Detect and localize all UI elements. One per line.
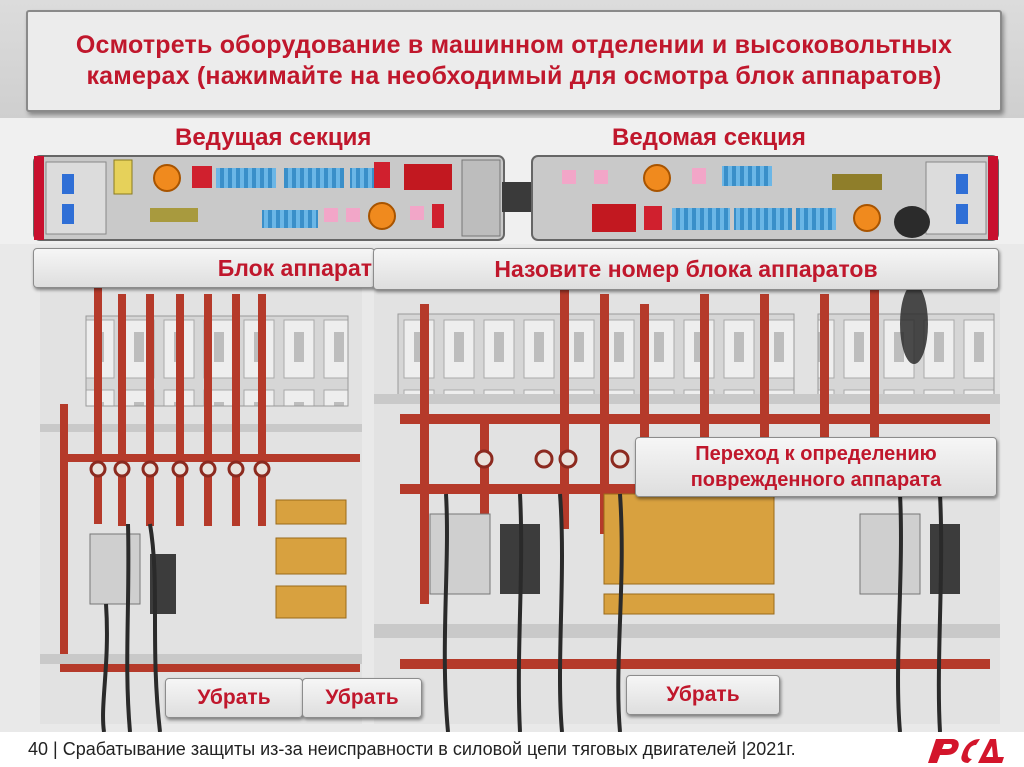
- name-block-bar[interactable]: Назовите номер блока аппаратов: [373, 248, 999, 290]
- slide-number: 40: [28, 739, 49, 759]
- goto-damaged-button[interactable]: Переход к определению поврежденного аппа…: [635, 437, 997, 497]
- footer: 40 | Срабатывание защиты из-за неисправн…: [0, 732, 1024, 767]
- right-apparatus-block[interactable]: [374, 284, 1000, 732]
- rzd-logo-icon: [928, 739, 1004, 763]
- page-title: Осмотреть оборудование в машинном отделе…: [75, 31, 953, 90]
- section-label-driven[interactable]: Ведомая секция: [612, 124, 806, 151]
- footer-caption: 40 | Срабатывание защиты из-за неисправн…: [28, 739, 796, 760]
- left-apparatus-block[interactable]: [40, 284, 362, 732]
- driven-section-plan[interactable]: [531, 155, 999, 241]
- smoke-plume-icon: [900, 284, 928, 364]
- block-label-bar[interactable]: Блок аппарат: [33, 248, 375, 288]
- section-label-lead[interactable]: Ведущая секция: [175, 124, 372, 151]
- lead-section-plan[interactable]: [33, 155, 505, 241]
- locomotive-plan[interactable]: [32, 152, 1000, 244]
- hide-button-2[interactable]: Убрать: [302, 678, 422, 718]
- title-box: Осмотреть оборудование в машинном отделе…: [26, 10, 1002, 112]
- hide-button-3[interactable]: Убрать: [626, 675, 780, 715]
- name-block-text: Назовите номер блока аппаратов: [494, 255, 878, 282]
- hide-button-1[interactable]: Убрать: [165, 678, 303, 718]
- coupling: [502, 182, 536, 212]
- footer-text: | Срабатывание защиты из-за неисправност…: [53, 739, 796, 759]
- block-label-text: Блок аппарат: [217, 254, 372, 281]
- smoke-icon: [894, 206, 930, 238]
